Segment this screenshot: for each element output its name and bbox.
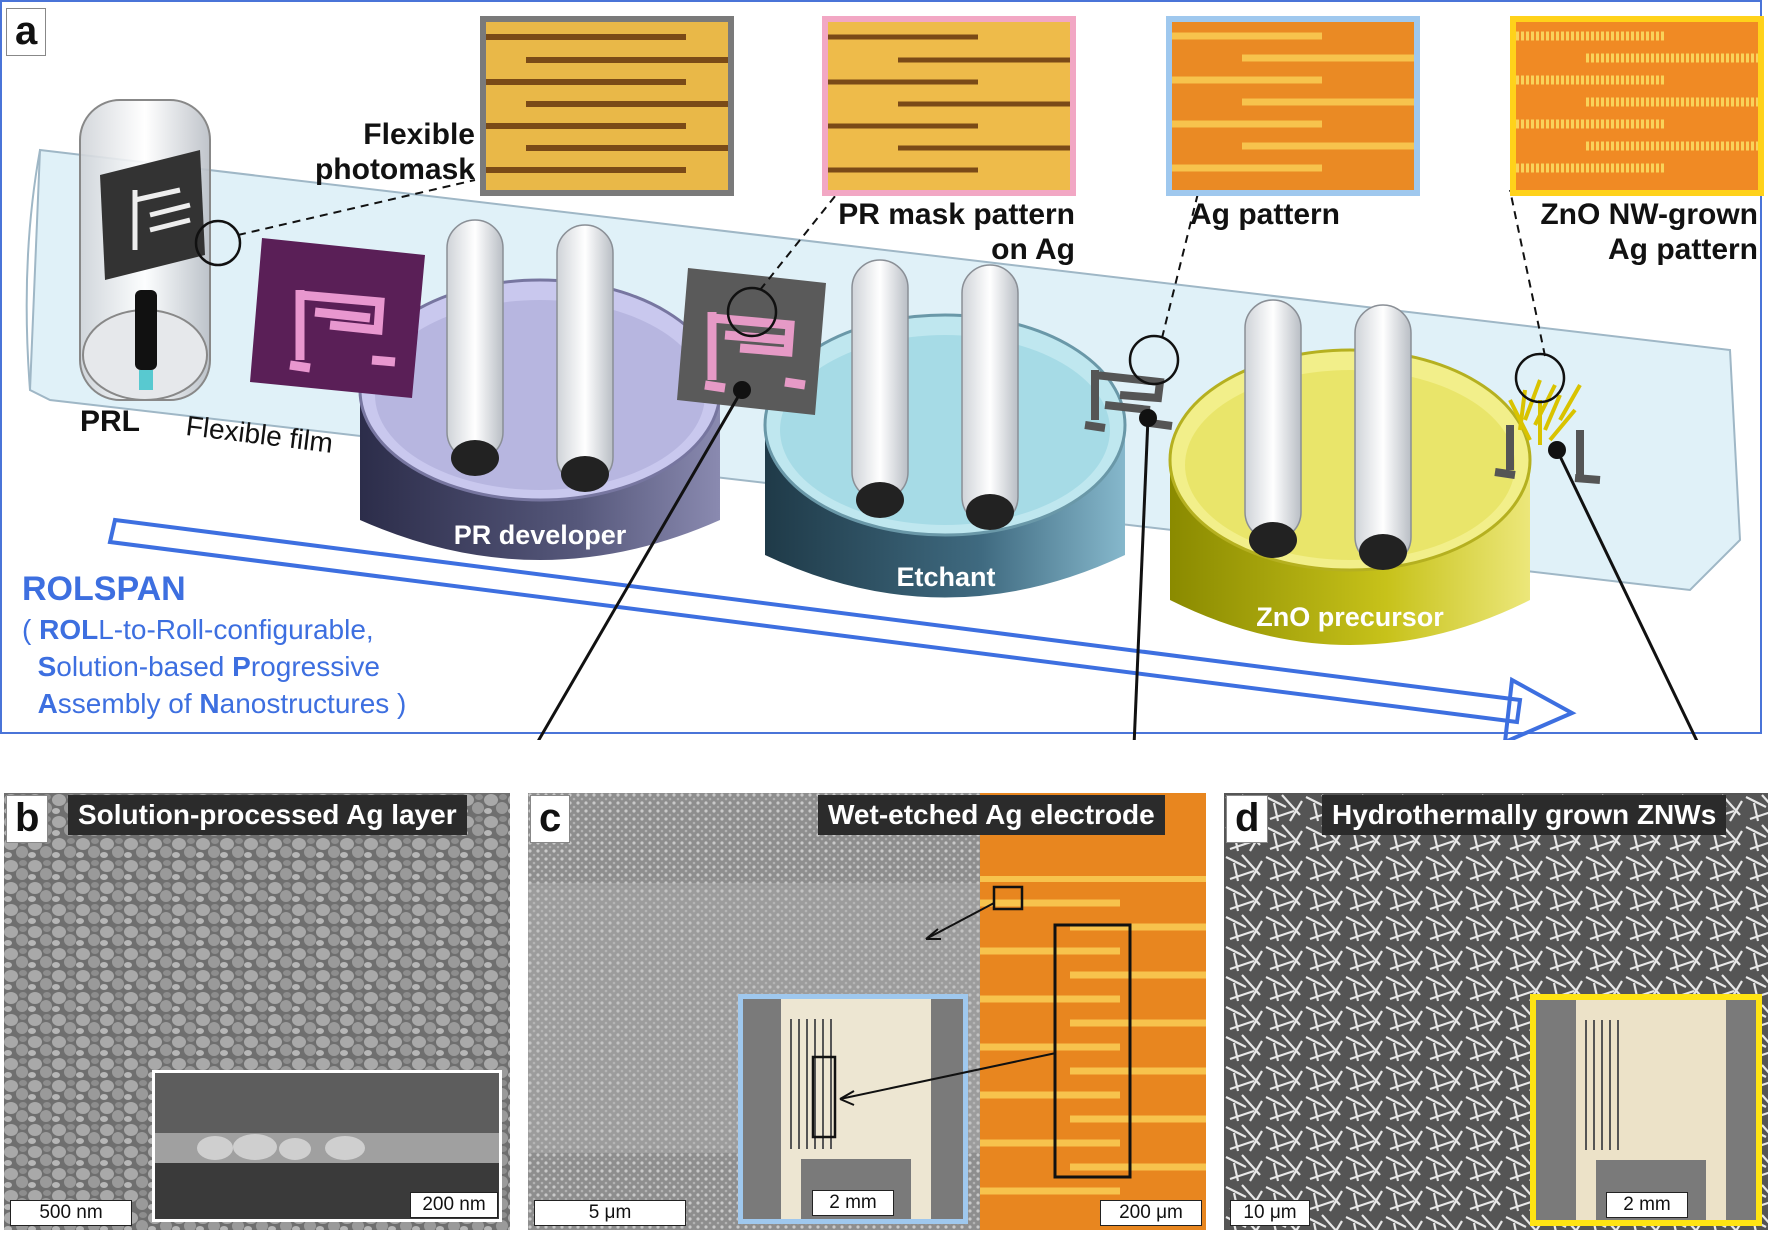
panel-letter-b: b [6,795,49,843]
panel-letter-a: a [6,8,47,56]
rolspan-title: ROLSPAN [22,570,186,608]
callout-pr-mask-line1: PR mask pattern [838,198,1075,231]
pr-patterned-square [677,268,826,415]
panel-b-scalebar: 500 nm [10,1200,132,1226]
rolspan-line3: Assembly of Nanostructures ) [22,688,407,720]
panel-c-title: Wet-etched Ag electrode [818,795,1165,835]
panel-a-frame [0,0,1762,734]
bath-label-pr-developer: PR developer [453,520,627,550]
panel-c-zoom-arrows [839,885,1057,1106]
rolspan-line2-mid: olution-based [56,651,233,682]
exposed-film-square [250,238,425,398]
process-illustration [25,99,1742,740]
rolspan-line1: ( ROLL-to-Roll-configurable, [22,614,374,646]
panel-c-inset-device [738,994,968,1224]
rolspan-line3-bold2: N [199,688,220,719]
rolspan-line2-bold2: P [232,651,251,682]
callout-photomask: Flexible photomask [310,118,475,187]
inset-pr-mask [822,16,1076,196]
callout-pr-mask: PR mask pattern on Ag [800,198,1075,267]
magnifier-photomask [194,219,242,267]
magnifier-ag [1128,334,1180,386]
ag-electrode-etched [1084,370,1173,432]
panel-d-scalebar: 10 μm [1230,1200,1310,1226]
rolspan-line1-bold: ROL [39,614,99,645]
rolspan-line3-bold1: A [37,688,58,719]
rolspan-line3-pre [22,688,38,719]
zno-grown-electrode [1494,379,1601,484]
rolspan-line2-bold1: S [37,651,57,682]
rolspan-line2-rest: rogressive [250,651,381,682]
panel-c-optical [980,793,1206,1230]
callout-photomask-line2: photomask [314,152,475,186]
panel-d-inset-device [1530,994,1762,1226]
panel-letter-c: c [530,795,571,843]
rolspan-line3-rest: anostructures ) [219,688,407,719]
magnifier-zno [1514,352,1566,404]
prl-label: PRL [80,405,140,438]
panel-b-title: Solution-processed Ag layer [68,795,467,835]
rolspan-line2: Solution-based Progressive [22,651,380,683]
rolspan-line2-pre [22,651,38,682]
inset-photomask [480,16,734,196]
magnifier-pr [726,286,778,338]
bath-zno-precursor [1168,348,1532,645]
panel-b-inset-cross-section [152,1070,502,1222]
bath-label-etchant: Etchant [896,562,996,592]
panel-d-title: Hydrothermally grown ZNWs [1322,795,1727,835]
rolspan-line3-mid: ssembly of [57,688,200,719]
panel-b-inset-scalebar: 200 nm [410,1192,498,1218]
rolspan-line1-pre: ( [22,614,40,645]
bath-label-zno-precursor: ZnO precursor [1256,602,1444,632]
callout-zno: ZnO NW-grown Ag pattern [1480,198,1758,267]
panel-c-optical-scalebar: 200 μm [1100,1200,1202,1226]
prl-roller [79,99,211,401]
callout-photomask-line1: Flexible [363,118,475,151]
callout-ag-pattern: Ag pattern [1190,198,1340,231]
callout-zno-line1: ZnO NW-grown [1540,198,1758,231]
inset-zno-pattern [1510,16,1764,196]
rolspan-line1-rest: L-to-Roll-configurable, [98,614,374,645]
panel-d-inset-scalebar: 2 mm [1606,1192,1688,1218]
callout-zno-line2: Ag pattern [1608,232,1758,266]
panel-c-inset-scalebar: 2 mm [812,1190,894,1216]
panel-letter-d: d [1226,795,1269,843]
callout-pr-mask-line2: on Ag [991,232,1075,266]
panel-c-scalebar: 5 μm [534,1200,686,1226]
inset-ag-pattern [1166,16,1420,196]
